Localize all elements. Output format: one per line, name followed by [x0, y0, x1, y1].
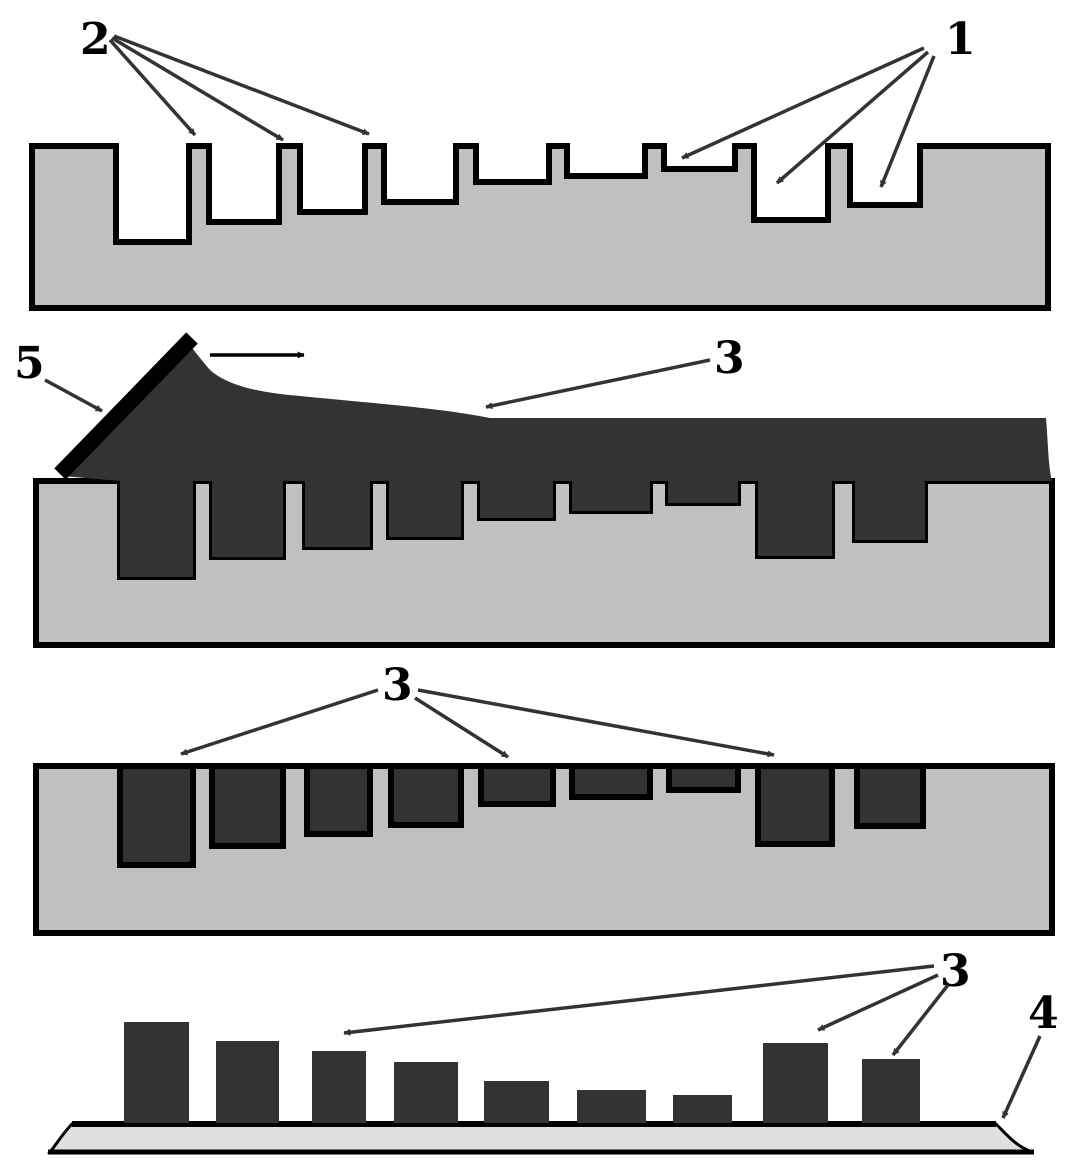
label-3-middle: 3 — [382, 660, 413, 711]
resin-cavity — [310, 769, 367, 831]
resin-pillar — [673, 1095, 732, 1123]
label-1: 1 — [945, 14, 976, 65]
arrow-1b — [775, 50, 930, 185]
resin-cavity — [575, 769, 647, 794]
arrow-3-top — [485, 358, 711, 410]
resin-fills — [123, 769, 920, 862]
resin-structures — [124, 1022, 920, 1123]
arrow-1a — [681, 46, 925, 160]
panel-transferred: 3 4 — [46, 946, 1059, 1155]
panel-filling: 5 3 — [14, 332, 1055, 648]
resin-pillar — [577, 1090, 646, 1123]
arrow-4 — [1001, 1035, 1042, 1119]
arrow-3b-c — [891, 983, 950, 1057]
resin-cavity — [215, 769, 280, 843]
resin-cavity — [672, 769, 735, 787]
resin-cavity — [761, 769, 829, 841]
resin-pillar — [124, 1022, 189, 1123]
arrow-2b — [111, 36, 284, 142]
doctor-blade — [54, 332, 198, 480]
label-4: 4 — [1028, 988, 1059, 1039]
arrow-3m-c — [417, 688, 775, 758]
mold-1 — [29, 143, 1051, 311]
label-2: 2 — [80, 14, 111, 65]
resin-cavity — [123, 769, 190, 862]
resin-pillar — [216, 1041, 279, 1123]
label-5: 5 — [14, 338, 45, 389]
arrow-1c — [879, 55, 936, 188]
label-3-top: 3 — [714, 333, 745, 384]
panel-empty-mold: 2 1 — [29, 14, 1051, 311]
resin-pillar — [394, 1062, 458, 1123]
resin-pillar — [312, 1051, 366, 1123]
resin-pillar — [763, 1043, 828, 1123]
resin-cavity — [860, 769, 920, 823]
panel-filled-mold: 3 — [33, 660, 1055, 936]
resin-layer — [62, 345, 1052, 577]
arrow-3b-b — [817, 973, 939, 1032]
arrow-2a — [108, 38, 197, 137]
arrow-3m-a — [180, 688, 379, 756]
resin-cavity — [394, 769, 458, 822]
resin-cavity — [484, 769, 550, 801]
resin-pillar — [484, 1081, 549, 1123]
arrow-3b-a — [343, 964, 935, 1036]
arrow-3m-b — [414, 696, 509, 759]
arrow-2c — [113, 34, 370, 136]
resin-pillar — [862, 1059, 920, 1123]
arrow-5 — [44, 378, 103, 413]
substrate-4 — [46, 1122, 1033, 1154]
